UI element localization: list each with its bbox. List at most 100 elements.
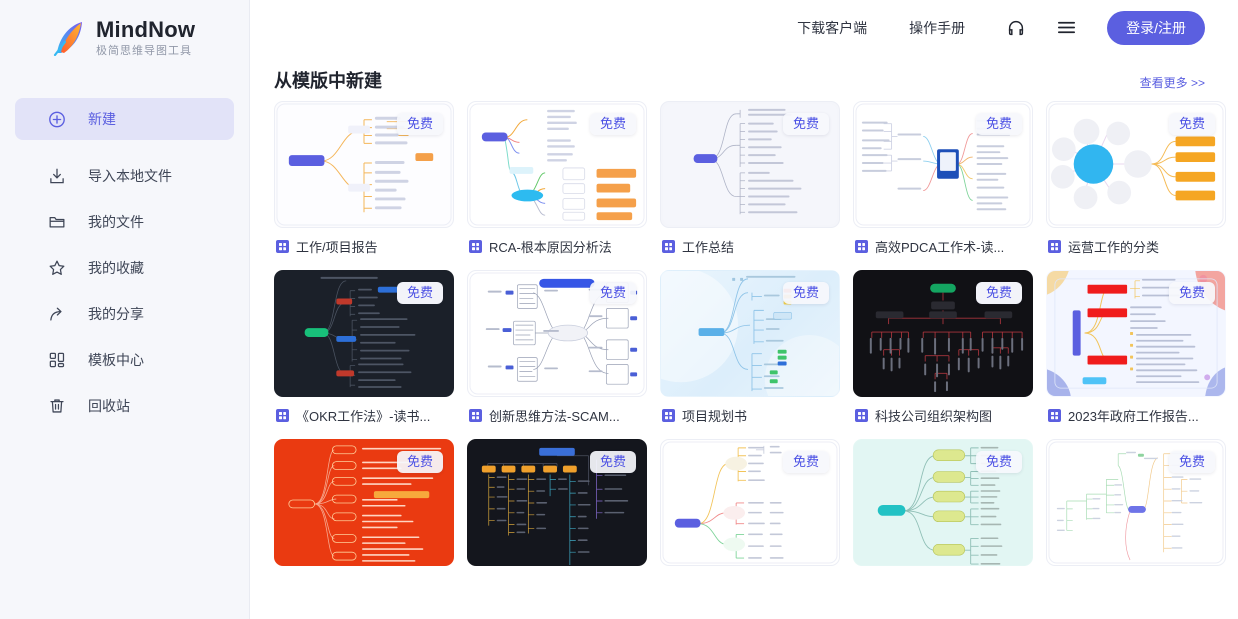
free-badge: 免费: [396, 282, 443, 304]
template-card-footer: 创新思维方法-SCAM...: [467, 406, 647, 425]
mindmap-file-icon: [855, 240, 868, 253]
mindmap-file-icon: [1048, 240, 1061, 253]
template-thumbnail[interactable]: 免费: [1046, 270, 1226, 397]
template-card[interactable]: 免费 运营工作的分类: [1046, 101, 1226, 256]
template-thumbnail[interactable]: 免费: [274, 101, 454, 228]
sidebar-item-recycle-bin[interactable]: 回收站: [15, 386, 234, 426]
free-badge: 免费: [975, 113, 1022, 135]
hamburger-menu-icon[interactable]: [1055, 17, 1077, 39]
template-card[interactable]: 免费: [660, 439, 840, 566]
template-card[interactable]: 免费 2023年政府工作报告...: [1046, 270, 1226, 425]
sidebar-item-template-center[interactable]: 模板中心: [15, 340, 234, 380]
free-badge: 免费: [589, 451, 636, 473]
free-badge: 免费: [1168, 451, 1215, 473]
template-thumbnail[interactable]: 免费: [467, 439, 647, 566]
main-area: 下载客户端 操作手册 登录/注册 从模版中新建 查看更多 >>: [250, 0, 1238, 619]
template-thumbnail[interactable]: 免费: [274, 270, 454, 397]
template-card[interactable]: 免费: [274, 439, 454, 566]
topbar-link-manual[interactable]: 操作手册: [909, 19, 966, 36]
mindmap-file-icon: [469, 409, 482, 422]
sidebar-item-label: 新建: [88, 111, 116, 127]
brand[interactable]: MindNow 极简思维导图工具: [0, 0, 249, 62]
mindmap-preview-art: [661, 271, 839, 396]
free-badge: 免费: [589, 113, 636, 135]
topbar: 下载客户端 操作手册 登录/注册: [250, 0, 1238, 55]
template-thumbnail[interactable]: 免费: [853, 270, 1033, 397]
sidebar-item-shares[interactable]: 我的分享: [15, 294, 234, 334]
template-card-title: 《OKR工作法》-读书...: [296, 409, 431, 424]
template-thumbnail[interactable]: 免费: [467, 270, 647, 397]
template-thumbnail[interactable]: 免费: [1046, 101, 1226, 228]
template-card[interactable]: 免费 RCA-根本原因分析法: [467, 101, 647, 256]
template-card[interactable]: 免费 创新思维方法-SCAM...: [467, 270, 647, 425]
template-card[interactable]: 免费: [1046, 439, 1226, 566]
plus-circle-icon: [48, 110, 66, 128]
template-card-footer: 工作/项目报告: [274, 237, 454, 256]
template-card[interactable]: 免费: [467, 439, 647, 566]
login-register-button[interactable]: 登录/注册: [1107, 10, 1205, 45]
trash-icon: [48, 397, 66, 415]
sidebar-item-favorites[interactable]: 我的收藏: [15, 248, 234, 288]
template-thumbnail[interactable]: 免费: [660, 101, 840, 228]
section-header: 从模版中新建 查看更多 >>: [250, 55, 1238, 101]
mindmap-file-icon: [855, 409, 868, 422]
template-thumbnail[interactable]: 免费: [853, 101, 1033, 228]
template-card-title: RCA-根本原因分析法: [489, 240, 612, 255]
template-card-title: 科技公司组织架构图: [875, 409, 993, 424]
headset-icon[interactable]: [1005, 17, 1027, 39]
free-badge: 免费: [396, 113, 443, 135]
template-thumbnail[interactable]: 免费: [853, 439, 1033, 566]
template-card-footer: 运营工作的分类: [1046, 237, 1226, 256]
sidebar-item-new[interactable]: 新建: [15, 98, 234, 140]
free-badge: 免费: [1168, 113, 1215, 135]
free-badge: 免费: [589, 282, 636, 304]
template-card[interactable]: 免费 《OKR工作法》-读书...: [274, 270, 454, 425]
sidebar-item-label: 我的文件: [88, 214, 144, 230]
template-grid: 免费 工作/项目报告: [274, 101, 1226, 580]
feather-logo-icon: [52, 20, 86, 57]
template-thumbnail[interactable]: 免费: [660, 270, 840, 397]
mindmap-file-icon: [1048, 409, 1061, 422]
free-badge: 免费: [782, 451, 829, 473]
sidebar-item-label: 我的分享: [88, 306, 144, 322]
template-card-footer: 项目规划书: [660, 406, 840, 425]
sidebar-item-label: 我的收藏: [88, 260, 144, 276]
sidebar-item-label: 回收站: [88, 398, 130, 414]
free-badge: 免费: [396, 451, 443, 473]
template-card[interactable]: 免费 工作总结: [660, 101, 840, 256]
template-card[interactable]: 免费 科技公司组织架构图: [853, 270, 1033, 425]
free-badge: 免费: [975, 282, 1022, 304]
sidebar-item-import[interactable]: 导入本地文件: [15, 156, 234, 196]
template-thumbnail[interactable]: 免费: [467, 101, 647, 228]
free-badge: 免费: [782, 282, 829, 304]
free-badge: 免费: [975, 451, 1022, 473]
template-card[interactable]: 免费: [853, 439, 1033, 566]
template-thumbnail[interactable]: 免费: [274, 439, 454, 566]
template-card-footer: 2023年政府工作报告...: [1046, 406, 1226, 425]
view-more-link[interactable]: 查看更多 >>: [1139, 76, 1205, 90]
template-card[interactable]: 免费 项目规划书: [660, 270, 840, 425]
template-thumbnail[interactable]: 免费: [1046, 439, 1226, 566]
sidebar: MindNow 极简思维导图工具 新建 导入本地文件: [0, 0, 250, 619]
free-badge: 免费: [1168, 282, 1215, 304]
template-card-title: 工作/项目报告: [296, 240, 378, 255]
template-card-title: 2023年政府工作报告...: [1068, 409, 1199, 424]
sidebar-item-my-files[interactable]: 我的文件: [15, 202, 234, 242]
star-icon: [48, 259, 66, 277]
topbar-link-download[interactable]: 下载客户端: [797, 19, 868, 36]
template-thumbnail[interactable]: 免费: [660, 439, 840, 566]
sidebar-item-label: 模板中心: [88, 352, 144, 368]
template-grid-scroll[interactable]: 免费 工作/项目报告: [250, 101, 1238, 619]
template-card-footer: 《OKR工作法》-读书...: [274, 406, 454, 425]
page-title: 从模版中新建: [274, 71, 382, 91]
share-arrow-icon: [48, 305, 66, 323]
template-card[interactable]: 免费 高效PDCA工作术-读...: [853, 101, 1033, 256]
template-card-title: 高效PDCA工作术-读...: [875, 240, 1005, 255]
template-card-title: 运营工作的分类: [1068, 240, 1160, 255]
grid-blocks-icon: [48, 351, 66, 369]
mindmap-file-icon: [662, 240, 675, 253]
template-card-title: 工作总结: [682, 240, 735, 255]
template-card[interactable]: 免费 工作/项目报告: [274, 101, 454, 256]
mindmap-file-icon: [662, 409, 675, 422]
